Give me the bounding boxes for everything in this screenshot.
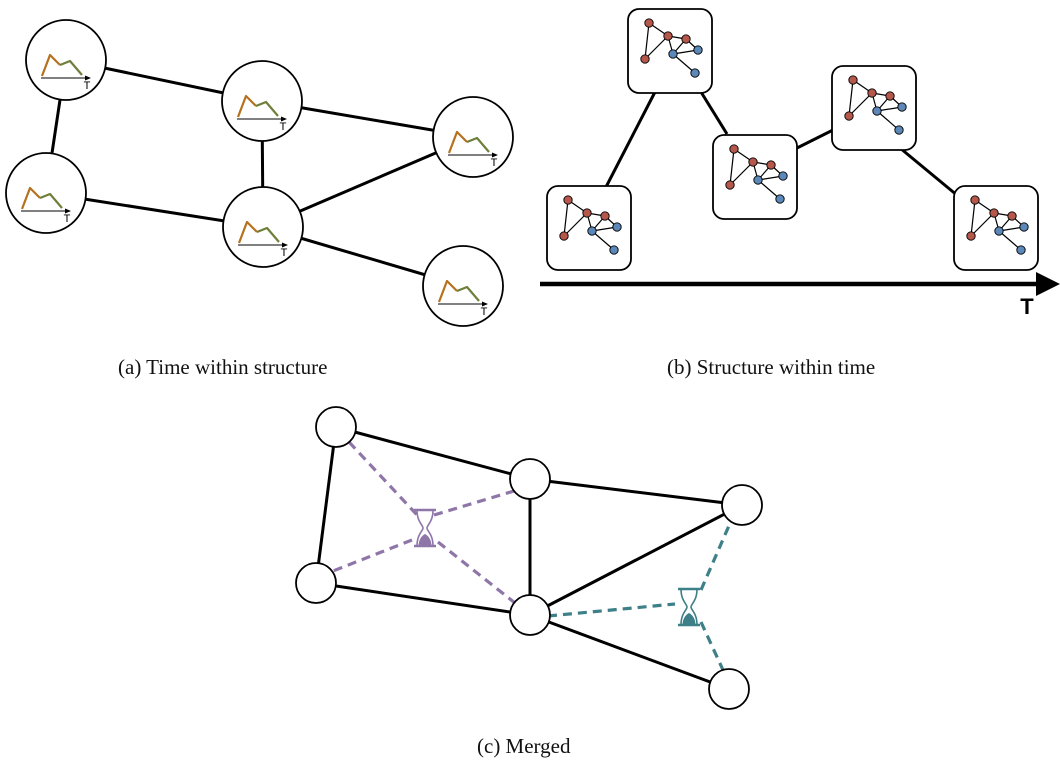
hyperedge-purple: [332, 440, 516, 605]
hyperedge-link: [437, 540, 516, 605]
graph-node: T: [5, 152, 87, 234]
panel-c-edges: [314, 425, 743, 691]
graph-node: [509, 458, 551, 500]
arrowhead-icon: [1036, 272, 1060, 296]
panel-b-links: [604, 91, 959, 198]
graph-node: [295, 562, 337, 604]
edge: [315, 581, 531, 617]
panel-a-nodes: T T T T T: [5, 19, 514, 327]
graph-snapshot-icon: [953, 185, 1039, 271]
time-axis-label: T: [481, 306, 488, 318]
time-axis-label: T: [1020, 294, 1034, 319]
time-axis-label: T: [64, 213, 71, 225]
hyperedge-link: [332, 538, 413, 573]
hourglass-icon: [676, 587, 702, 627]
hyperedge-link: [433, 489, 515, 517]
graph-snapshot-icon: [831, 65, 917, 151]
time-axis-label: T: [491, 157, 498, 169]
time-axis-label: T: [84, 80, 91, 92]
edge: [529, 477, 743, 507]
snapshot: [627, 8, 713, 94]
snapshot-link: [604, 91, 657, 188]
snapshot-link: [699, 91, 729, 135]
graph-snapshot-icon: [546, 185, 632, 271]
panel-b: T: [540, 8, 1060, 319]
edge: [335, 425, 531, 481]
snapshot-link: [796, 128, 834, 150]
panel-a: T T T T T: [5, 19, 514, 327]
panel-c: [295, 406, 763, 710]
graph-node: [509, 594, 551, 636]
graph-node: [315, 406, 357, 448]
time-axis-label: T: [281, 247, 288, 259]
caption-panel-c: (c) Merged: [477, 734, 571, 758]
graph-snapshot-icon: [627, 8, 713, 94]
panel-c-nodes: [295, 406, 763, 710]
hyperedge-teal: [547, 520, 733, 671]
graph-node: T: [221, 60, 303, 142]
snapshot: [831, 65, 917, 151]
edge: [314, 426, 338, 584]
caption-panel-b: (b) Structure within time: [667, 355, 876, 379]
hyperedge-link: [347, 440, 420, 518]
graph-node: T: [422, 245, 504, 327]
graph-snapshot-icon: [712, 134, 798, 220]
edge: [529, 613, 730, 691]
hyperedge-link: [699, 520, 733, 591]
hourglass-icon: [412, 508, 438, 548]
caption-panel-a: (a) Time within structure: [118, 355, 328, 379]
time-axis: T: [540, 272, 1060, 319]
edge: [529, 503, 743, 617]
hyperedge-link: [699, 621, 725, 671]
graph-node: [708, 668, 750, 710]
graph-node: [721, 484, 763, 526]
graph-node: T: [432, 96, 514, 178]
snapshot: [546, 185, 632, 271]
time-axis-label: T: [280, 121, 287, 133]
snapshot-link: [899, 146, 959, 198]
snapshot: [953, 185, 1039, 271]
graph-node: T: [25, 19, 107, 101]
hyperedge-link: [547, 602, 676, 618]
graph-node: T: [222, 186, 304, 268]
snapshot: [712, 134, 798, 220]
